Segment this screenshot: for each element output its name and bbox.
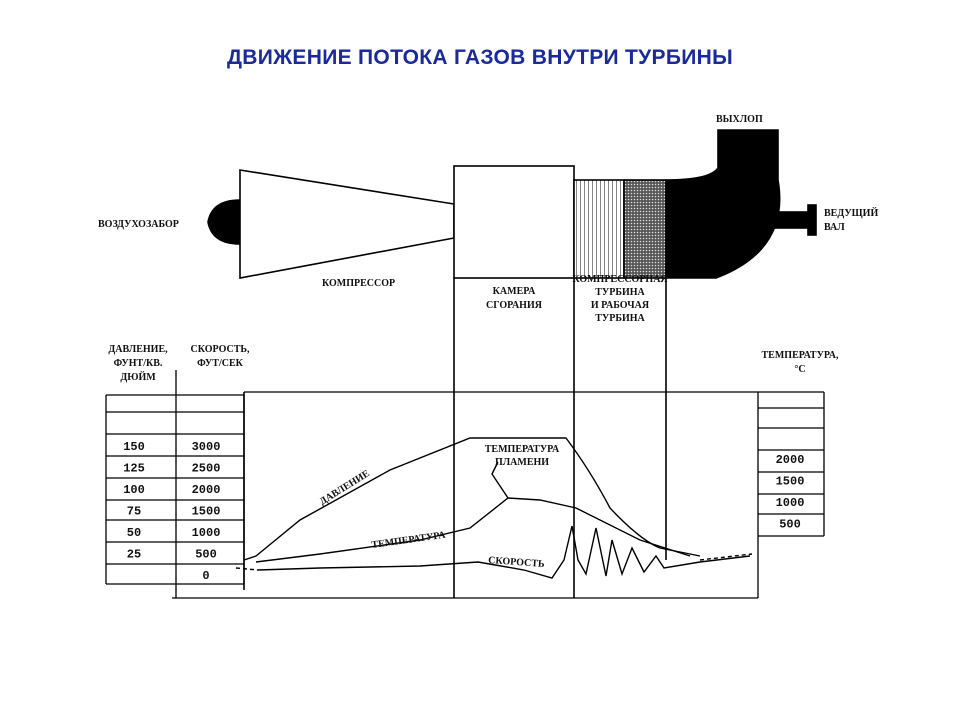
engine-schematic bbox=[207, 129, 817, 598]
flame-temp-label-2: ПЛАМЕНИ bbox=[495, 457, 549, 468]
label-exhaust: ВЫХЛОП bbox=[716, 114, 763, 125]
pressure-tick-label: 75 bbox=[127, 505, 141, 519]
speed-curve-label: СКОРОСТЬ bbox=[488, 555, 545, 570]
pressure-tick-label: 100 bbox=[123, 483, 145, 497]
combustion-chamber-box bbox=[453, 165, 575, 279]
flame-temp-pointer bbox=[491, 461, 509, 499]
scale-tick-labels: 150 125 100 75 50 25 3000 2500 2000 1500 1000 500 0 2… bbox=[123, 440, 804, 583]
label-turbine-1: КОМПРЕССОРНАЯ bbox=[572, 274, 668, 285]
pressure-curve-label: ДАВЛЕНИЕ bbox=[318, 468, 372, 508]
drive-shaft bbox=[739, 211, 811, 229]
temperature-curve-label: ТЕМПЕРАТУРА bbox=[371, 530, 447, 551]
drive-shaft-end bbox=[807, 204, 817, 236]
speed-curve bbox=[257, 525, 751, 579]
temp-axis-labels: ТЕМПЕРАТУРА, °C bbox=[762, 350, 839, 375]
speed-axis-label-1: СКОРОСТЬ, bbox=[191, 344, 250, 355]
pressure-tick-label: 150 bbox=[123, 440, 145, 454]
scale-tables bbox=[105, 391, 825, 585]
intake-nose-shape bbox=[207, 199, 241, 245]
pressure-axis-label-1: ДАВЛЕНИЕ, bbox=[108, 344, 168, 355]
label-shaft-1: ВЕДУЩИЙ bbox=[824, 207, 878, 219]
temp-tick-label: 1000 bbox=[776, 496, 805, 510]
label-shaft-2: ВАЛ bbox=[824, 222, 845, 233]
pressure-tick-label: 50 bbox=[127, 526, 141, 540]
label-compressor: КОМПРЕССОР bbox=[322, 278, 395, 289]
flame-temp-label-1: ТЕМПЕРАТУРА bbox=[485, 444, 560, 455]
compressor-cone bbox=[239, 169, 455, 279]
speed-axis-labels: СКОРОСТЬ, ФУТ/СЕК bbox=[191, 344, 250, 369]
turbine-dark-block bbox=[623, 179, 667, 279]
pressure-axis-label-2: ФУНТ/КВ. bbox=[114, 358, 163, 369]
page-title: ДВИЖЕНИЕ ПОТОКА ГАЗОВ ВНУТРИ ТУРБИНЫ bbox=[227, 46, 733, 69]
pressure-axis-labels: ДАВЛЕНИЕ, ФУНТ/КВ. ДЮЙМ bbox=[108, 344, 168, 383]
temperature-curve-dashed bbox=[699, 553, 753, 561]
speed-curve-dashed bbox=[235, 567, 259, 571]
temp-axis-label-2: °C bbox=[794, 364, 805, 375]
temp-tick-label: 2000 bbox=[776, 453, 805, 467]
label-turbine-4: ТУРБИНА bbox=[595, 313, 645, 324]
label-turbine-2: ТУРБИНА bbox=[595, 287, 645, 298]
pressure-tick-label: 125 bbox=[123, 462, 145, 476]
curves bbox=[235, 437, 753, 579]
label-combustion-2: СГОРАНИЯ bbox=[486, 300, 543, 311]
component-labels: ВОЗДУХОЗАБОР КОМПРЕССОР КАМЕРА СГОРАНИЯ … bbox=[98, 114, 878, 324]
exhaust-duct bbox=[665, 129, 781, 279]
label-turbine-3: И РАБОЧАЯ bbox=[591, 300, 650, 311]
turbine-hatched-block bbox=[573, 179, 625, 279]
pressure-curve bbox=[243, 437, 701, 561]
speed-tick-label: 500 bbox=[195, 548, 217, 562]
pressure-axis-label-3: ДЮЙМ bbox=[120, 371, 156, 383]
label-combustion-1: КАМЕРА bbox=[493, 286, 536, 297]
speed-tick-label: 0 bbox=[202, 569, 209, 583]
speed-tick-label: 2500 bbox=[192, 462, 221, 476]
temp-tick-label: 1500 bbox=[776, 475, 805, 489]
pressure-tick-label: 25 bbox=[127, 548, 141, 562]
speed-axis-label-2: ФУТ/СЕК bbox=[197, 358, 244, 369]
speed-tick-label: 1500 bbox=[192, 505, 221, 519]
label-intake: ВОЗДУХОЗАБОР bbox=[98, 219, 179, 230]
temp-tick-label: 500 bbox=[779, 518, 801, 532]
speed-tick-label: 1000 bbox=[192, 526, 221, 540]
temp-axis-label-1: ТЕМПЕРАТУРА, bbox=[762, 350, 839, 361]
speed-tick-label: 2000 bbox=[192, 483, 221, 497]
chart-frame bbox=[172, 370, 759, 599]
speed-tick-label: 3000 bbox=[192, 440, 221, 454]
